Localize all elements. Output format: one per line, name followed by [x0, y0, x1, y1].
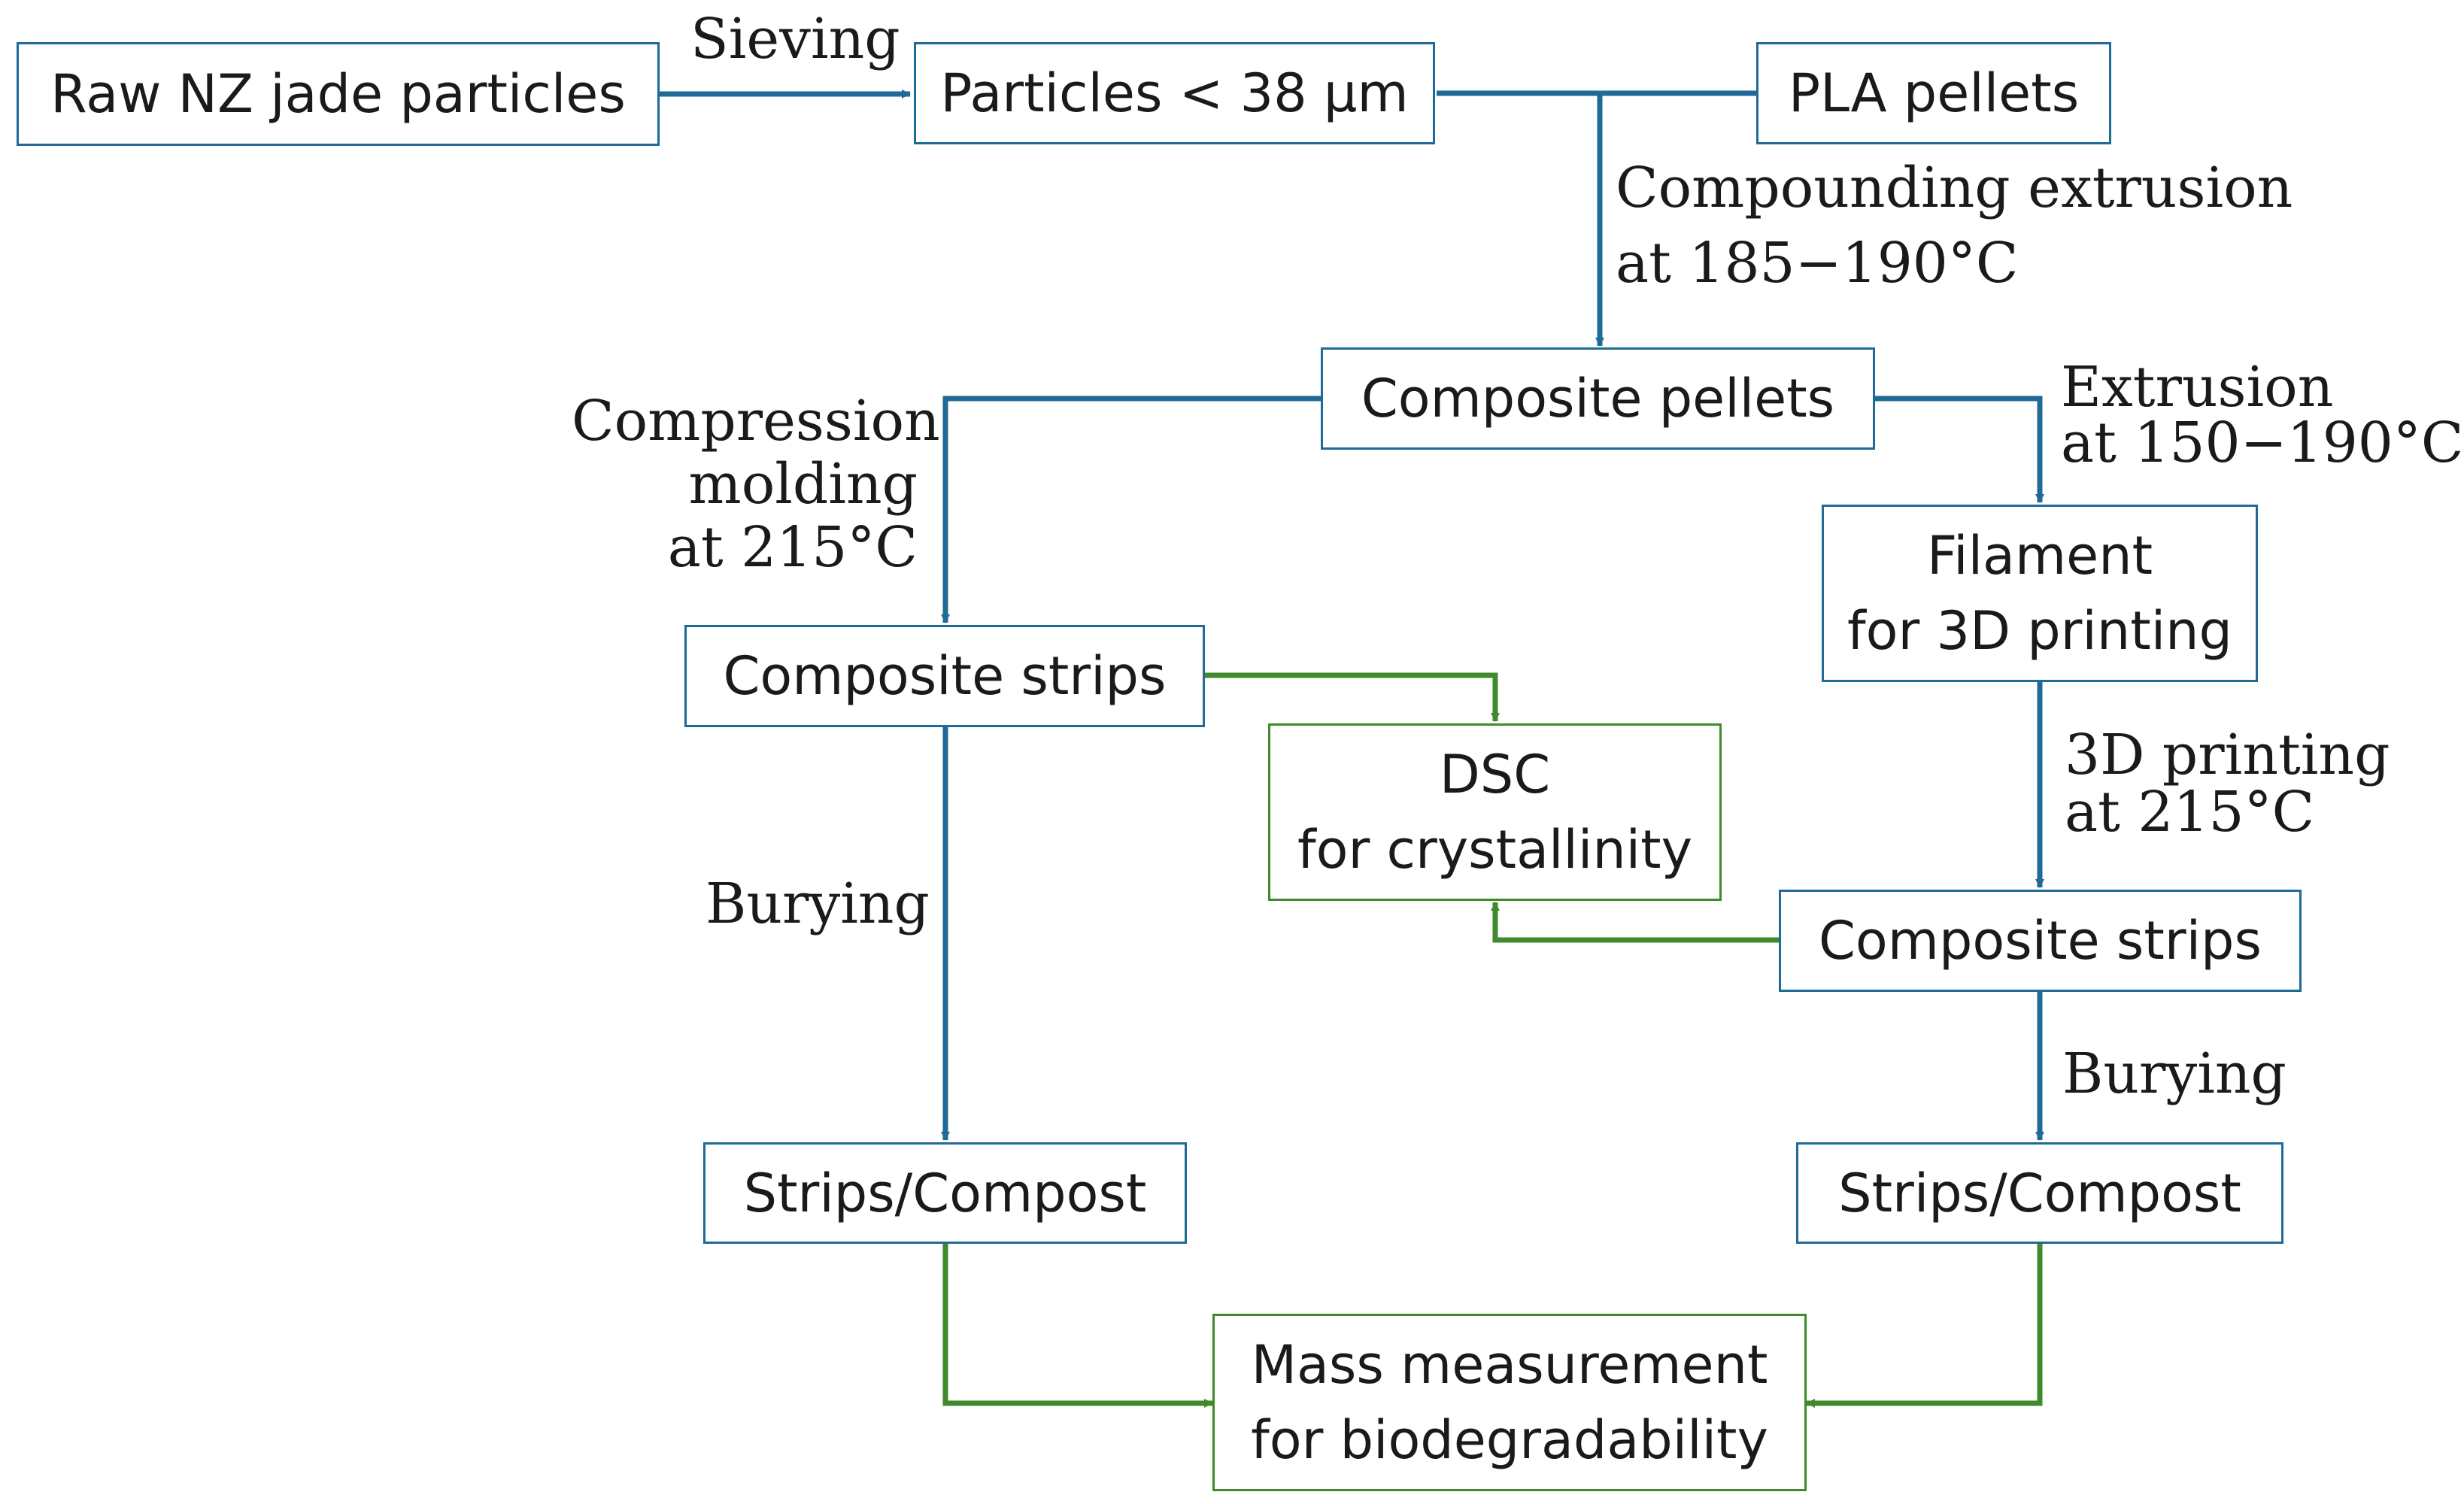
mass-line-1: Mass measurement: [1251, 1334, 1768, 1396]
box-strips-compost-right: Strips/Compost: [1796, 1142, 2283, 1244]
label-compounding: Compounding extrusion at 185−190°C: [1616, 156, 2293, 295]
arrow-extrusion: [1873, 396, 2044, 503]
mass-line-2: for biodegradability: [1251, 1409, 1768, 1471]
arrow-compost-right-to-mass: [1806, 1242, 2043, 1408]
compounding-line-1: Compounding extrusion: [1616, 156, 2293, 220]
arrow-compost-left-to-mass: [942, 1242, 1213, 1408]
label-burying-left: Burying: [706, 872, 930, 936]
compression-line-1: Compression: [572, 389, 940, 453]
extrusion-line-2: at 150−190°C: [2061, 411, 2464, 475]
filament-line-2: for 3D printing: [1847, 600, 2232, 662]
dsc-line-2: for crystallinity: [1297, 819, 1693, 881]
printing-line-1: 3D printing: [2065, 723, 2390, 787]
printing-line-2: at 215°C: [2065, 780, 2315, 844]
arrow-strips-to-dsc: [1203, 672, 1500, 722]
label-compression-molding: Compression molding at 215°C: [572, 389, 940, 580]
label-3d-printing: 3D printing at 215°C: [2065, 723, 2390, 844]
box-mass-measurement: Mass measurement for biodegradability: [1212, 1314, 1807, 1491]
dsc-line-1: DSC: [1439, 744, 1551, 805]
arrow-printed-strips-to-dsc: [1491, 902, 1779, 943]
box-filament: Filament for 3D printing: [1822, 505, 2258, 682]
label-burying-right: Burying: [2062, 1042, 2286, 1106]
box-dsc: DSC for crystallinity: [1268, 723, 1722, 901]
label-sieving: Sieving: [690, 7, 900, 71]
box-strips-compost-left: Strips/Compost: [703, 1142, 1187, 1244]
box-raw-jade-particles: Raw NZ jade particles: [17, 42, 660, 146]
box-composite-strips-molded: Composite strips: [684, 625, 1205, 727]
box-sieved-particles: Particles < 38 μm: [914, 42, 1435, 144]
compression-line-3: at 215°C: [667, 515, 918, 580]
compression-line-2: molding: [688, 452, 918, 517]
label-extrusion: Extrusion at 150−190°C: [2061, 356, 2464, 475]
extrusion-line-1: Extrusion: [2061, 355, 2334, 420]
arrow-compression: [941, 396, 1322, 623]
filament-line-1: Filament: [1926, 525, 2153, 587]
box-composite-pellets: Composite pellets: [1321, 347, 1875, 450]
box-pla-pellets: PLA pellets: [1756, 42, 2111, 144]
box-composite-strips-printed: Composite strips: [1779, 890, 2302, 992]
compounding-line-2: at 185−190°C: [1616, 231, 2019, 296]
